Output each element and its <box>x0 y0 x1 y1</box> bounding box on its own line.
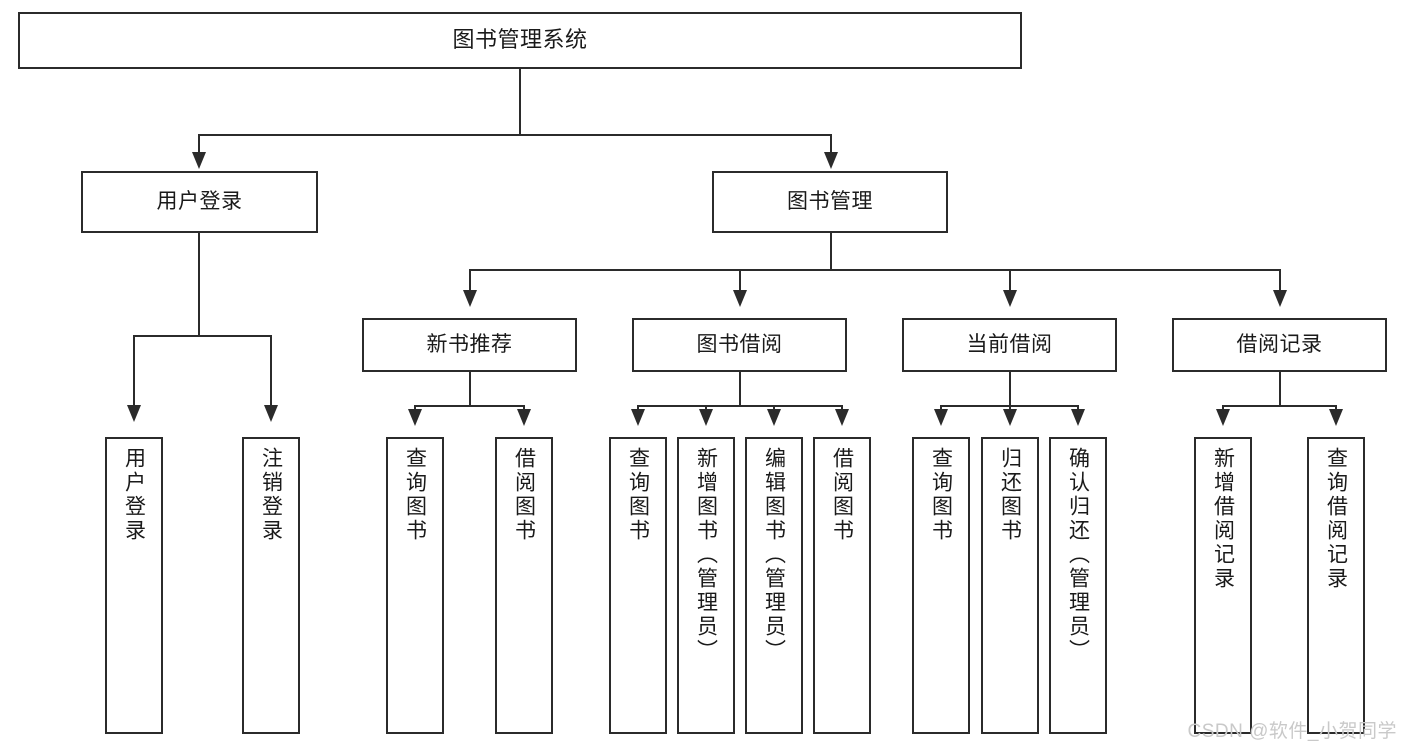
arrow-to-leaf-borrow-book-2 <box>835 409 849 426</box>
arrow-to-user-login <box>192 152 206 169</box>
edge-book-borrow-bus <box>637 405 843 407</box>
node-new-book-recommendation[interactable]: 新书推荐 <box>362 318 577 372</box>
arrow-to-leaf-query-book-3 <box>934 409 948 426</box>
arrow-to-leaf-return-book <box>1003 409 1017 426</box>
leaf-borrow-book-1[interactable]: 借阅图书 <box>495 437 553 734</box>
edge-root-stem <box>519 68 521 135</box>
node-label: 新增借阅记录 <box>1211 447 1235 591</box>
leaf-logout[interactable]: 注销登录 <box>242 437 300 734</box>
edge-to-leaf-add-book <box>705 405 707 411</box>
edge-to-borrow-record <box>1279 269 1281 291</box>
edge-level2-bus <box>198 134 832 136</box>
arrow-to-current-borrow <box>1003 290 1017 307</box>
arrow-to-leaf-edit-book <box>767 409 781 426</box>
node-label: 图书管理系统 <box>452 27 588 53</box>
edge-level3-bus <box>469 269 1281 271</box>
arrow-to-leaf-logout <box>264 405 278 422</box>
edge-to-leaf-query-book-2 <box>637 405 639 411</box>
node-label: 图书管理 <box>787 190 873 214</box>
node-label: 新增图书（管理员） <box>694 447 718 663</box>
node-borrowing-record[interactable]: 借阅记录 <box>1172 318 1387 372</box>
arrow-to-leaf-query-book-1 <box>408 409 422 426</box>
node-label: 图书借阅 <box>696 333 783 357</box>
edge-to-leaf-borrow-book-2 <box>841 405 843 411</box>
edge-to-book-borrow <box>739 269 741 291</box>
edge-to-user-login <box>198 134 200 156</box>
node-label: 新书推荐 <box>426 333 513 357</box>
node-root-book-management-system[interactable]: 图书管理系统 <box>18 12 1022 69</box>
node-label: 借阅图书 <box>512 447 536 543</box>
arrow-to-leaf-query-book-2 <box>631 409 645 426</box>
node-book-borrowing[interactable]: 图书借阅 <box>632 318 847 372</box>
leaf-query-book-2[interactable]: 查询图书 <box>609 437 667 734</box>
arrow-to-new-book-rec <box>463 290 477 307</box>
leaf-borrow-book-2[interactable]: 借阅图书 <box>813 437 871 734</box>
node-label: 当前借阅 <box>966 333 1053 357</box>
edge-to-leaf-borrow-book-1 <box>523 405 525 411</box>
edge-to-leaf-return-book <box>1009 405 1011 411</box>
arrow-to-leaf-add-book <box>699 409 713 426</box>
node-label: 查询借阅记录 <box>1324 447 1348 591</box>
leaf-query-borrow-record[interactable]: 查询借阅记录 <box>1307 437 1365 734</box>
edge-to-leaf-query-record <box>1335 405 1337 411</box>
edge-current-borrow-stem <box>1009 372 1011 406</box>
edge-to-leaf-add-record <box>1222 405 1224 411</box>
node-label: 用户登录 <box>122 447 146 543</box>
leaf-user-login[interactable]: 用户登录 <box>105 437 163 734</box>
node-label: 归还图书 <box>998 447 1022 543</box>
node-label: 借阅记录 <box>1236 333 1323 357</box>
node-label: 用户登录 <box>156 190 243 214</box>
node-label: 确认归还（管理员） <box>1066 447 1090 663</box>
leaf-add-borrow-record[interactable]: 新增借阅记录 <box>1194 437 1252 734</box>
edge-book-borrow-stem <box>739 372 741 406</box>
edge-to-leaf-query-book-1 <box>414 405 416 411</box>
node-label: 借阅图书 <box>830 447 854 543</box>
node-label: 查询图书 <box>929 447 953 543</box>
arrow-to-leaf-query-record <box>1329 409 1343 426</box>
edge-user-login-stem <box>198 233 200 336</box>
node-user-login[interactable]: 用户登录 <box>81 171 318 233</box>
edge-borrow-record-bus <box>1222 405 1337 407</box>
node-label: 查询图书 <box>626 447 650 543</box>
edge-new-book-rec-bus <box>414 405 525 407</box>
node-book-management[interactable]: 图书管理 <box>712 171 948 233</box>
arrow-to-leaf-add-record <box>1216 409 1230 426</box>
watermark: CSDN @软件_小贺同学 <box>1187 721 1397 742</box>
edge-user-login-bus <box>133 335 271 337</box>
leaf-edit-book[interactable]: 编辑图书（管理员） <box>745 437 803 734</box>
arrow-to-leaf-confirm-return <box>1071 409 1085 426</box>
leaf-confirm-return[interactable]: 确认归还（管理员） <box>1049 437 1107 734</box>
leaf-return-book[interactable]: 归还图书 <box>981 437 1039 734</box>
node-label: 编辑图书（管理员） <box>762 447 786 663</box>
edge-book-manage-stem <box>830 233 832 271</box>
edge-to-leaf-confirm-return <box>1077 405 1079 411</box>
arrow-to-leaf-borrow-book-1 <box>517 409 531 426</box>
edge-to-leaf-logout <box>270 335 272 407</box>
leaf-query-book-3[interactable]: 查询图书 <box>912 437 970 734</box>
edge-new-book-rec-stem <box>469 372 471 406</box>
leaf-query-book-1[interactable]: 查询图书 <box>386 437 444 734</box>
node-current-borrowing[interactable]: 当前借阅 <box>902 318 1117 372</box>
arrow-to-book-borrow <box>733 290 747 307</box>
node-label: 注销登录 <box>259 447 283 543</box>
arrow-to-borrow-record <box>1273 290 1287 307</box>
node-label: 查询图书 <box>403 447 427 543</box>
edge-to-book-manage <box>830 134 832 156</box>
arrow-to-leaf-user-login <box>127 405 141 422</box>
edge-to-leaf-edit-book <box>773 405 775 411</box>
edge-to-leaf-query-book-3 <box>940 405 942 411</box>
leaf-add-book[interactable]: 新增图书（管理员） <box>677 437 735 734</box>
edge-to-leaf-user-login <box>133 335 135 407</box>
arrow-to-book-manage <box>824 152 838 169</box>
edge-to-new-book-rec <box>469 269 471 291</box>
edge-to-current-borrow <box>1009 269 1011 291</box>
edge-borrow-record-stem <box>1279 372 1281 406</box>
